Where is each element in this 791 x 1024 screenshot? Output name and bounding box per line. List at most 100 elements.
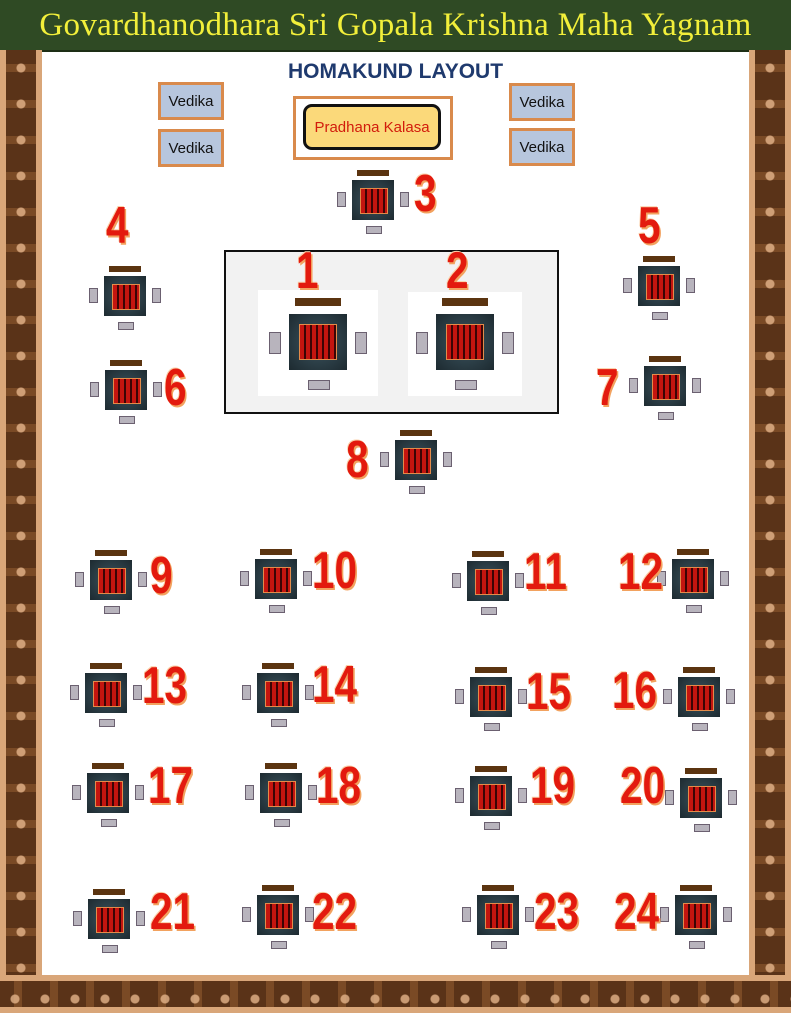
kund-bar xyxy=(260,549,292,555)
seat-left xyxy=(462,907,471,922)
seat-bottom xyxy=(484,822,500,830)
seat-right xyxy=(308,785,317,800)
homakund-24 xyxy=(656,885,736,955)
seat-left xyxy=(242,907,251,922)
fire-icon xyxy=(96,907,124,933)
kund-bar xyxy=(109,266,141,272)
homakund-number: 17 xyxy=(148,757,194,815)
seat-bottom xyxy=(271,719,287,727)
homakund-number: 8 xyxy=(346,431,369,489)
seat-left xyxy=(70,685,79,700)
fire-pit xyxy=(638,266,680,306)
homakund-number: 24 xyxy=(614,883,660,941)
page-title: Govardhanodhara Sri Gopala Krishna Maha … xyxy=(39,6,752,43)
homakund-number: 5 xyxy=(638,197,661,255)
seat-left xyxy=(337,192,346,207)
fire-icon xyxy=(686,685,714,711)
fire-icon xyxy=(95,781,123,807)
kund-bar xyxy=(482,885,514,891)
kund-bar xyxy=(262,885,294,891)
seat-bottom xyxy=(308,380,330,390)
fire-icon xyxy=(680,567,708,593)
homakund-number: 18 xyxy=(316,757,362,815)
homakund-number: 22 xyxy=(312,883,358,941)
kund-bar xyxy=(683,667,715,673)
kund-bar xyxy=(677,549,709,555)
kund-bar xyxy=(265,763,297,769)
seat-bottom xyxy=(481,607,497,615)
fire-pit xyxy=(644,366,686,406)
seat-left xyxy=(242,685,251,700)
homakund-13 xyxy=(66,663,146,733)
kund-bar xyxy=(442,298,488,306)
kund-bar xyxy=(295,298,341,306)
seat-bottom xyxy=(104,606,120,614)
fire-pit xyxy=(257,895,299,935)
vedika-box: Vedika xyxy=(158,82,224,120)
seat-right xyxy=(135,785,144,800)
fire-icon xyxy=(265,681,293,707)
fire-icon xyxy=(475,569,503,595)
homakund-7 xyxy=(625,356,705,426)
homakund-5 xyxy=(619,256,699,326)
homakund-22 xyxy=(238,885,318,955)
homakund-3 xyxy=(333,170,413,240)
seat-bottom xyxy=(694,824,710,832)
seat-bottom xyxy=(455,380,477,390)
fire-icon xyxy=(299,324,337,360)
homakund-23 xyxy=(458,885,538,955)
left-border xyxy=(0,50,42,985)
kund-bar xyxy=(262,663,294,669)
seat-left xyxy=(416,332,428,354)
homakund-10 xyxy=(236,549,316,619)
fire-pit xyxy=(352,180,394,220)
homakund-21 xyxy=(69,889,149,959)
seat-right xyxy=(305,907,314,922)
kund-bar xyxy=(95,550,127,556)
homakund-number: 15 xyxy=(526,663,572,721)
homakund-12 xyxy=(653,549,733,619)
homakund-number: 3 xyxy=(414,165,437,223)
fire-pit xyxy=(260,773,302,813)
fire-icon xyxy=(485,903,513,929)
fire-pit xyxy=(104,276,146,316)
fire-icon xyxy=(403,448,431,474)
seat-right xyxy=(525,907,534,922)
fire-icon xyxy=(263,567,291,593)
seat-left xyxy=(455,689,464,704)
kund-bar xyxy=(92,763,124,769)
homakund-number: 12 xyxy=(618,543,664,601)
kund-bar xyxy=(357,170,389,176)
kund-bar xyxy=(110,360,142,366)
homakund-number: 4 xyxy=(106,197,129,255)
homakund-1 xyxy=(263,298,373,394)
seat-left xyxy=(72,785,81,800)
seat-bottom xyxy=(658,412,674,420)
seat-left xyxy=(90,382,99,397)
seat-left xyxy=(455,788,464,803)
fire-icon xyxy=(113,378,141,404)
homakund-6 xyxy=(86,360,166,430)
title-banner: Govardhanodhara Sri Gopala Krishna Maha … xyxy=(0,0,791,52)
seat-bottom xyxy=(119,416,135,424)
homakund-number: 13 xyxy=(142,657,188,715)
kund-bar xyxy=(475,766,507,772)
right-border xyxy=(749,50,791,985)
seat-bottom xyxy=(366,226,382,234)
seat-left xyxy=(623,278,632,293)
fire-pit xyxy=(395,440,437,480)
pradhana-kalasa-frame: Pradhana Kalasa xyxy=(293,96,453,160)
layout-heading: HOMAKUND LAYOUT xyxy=(287,60,504,83)
seat-right xyxy=(692,378,701,393)
vedika-box: Vedika xyxy=(158,129,224,167)
seat-bottom xyxy=(269,605,285,613)
seat-right xyxy=(133,685,142,700)
homakund-20 xyxy=(661,768,741,838)
fire-pit xyxy=(88,899,130,939)
seat-left xyxy=(629,378,638,393)
seat-right xyxy=(515,573,524,588)
kund-bar xyxy=(475,667,507,673)
homakund-number: 9 xyxy=(150,547,173,605)
fire-icon xyxy=(683,903,711,929)
